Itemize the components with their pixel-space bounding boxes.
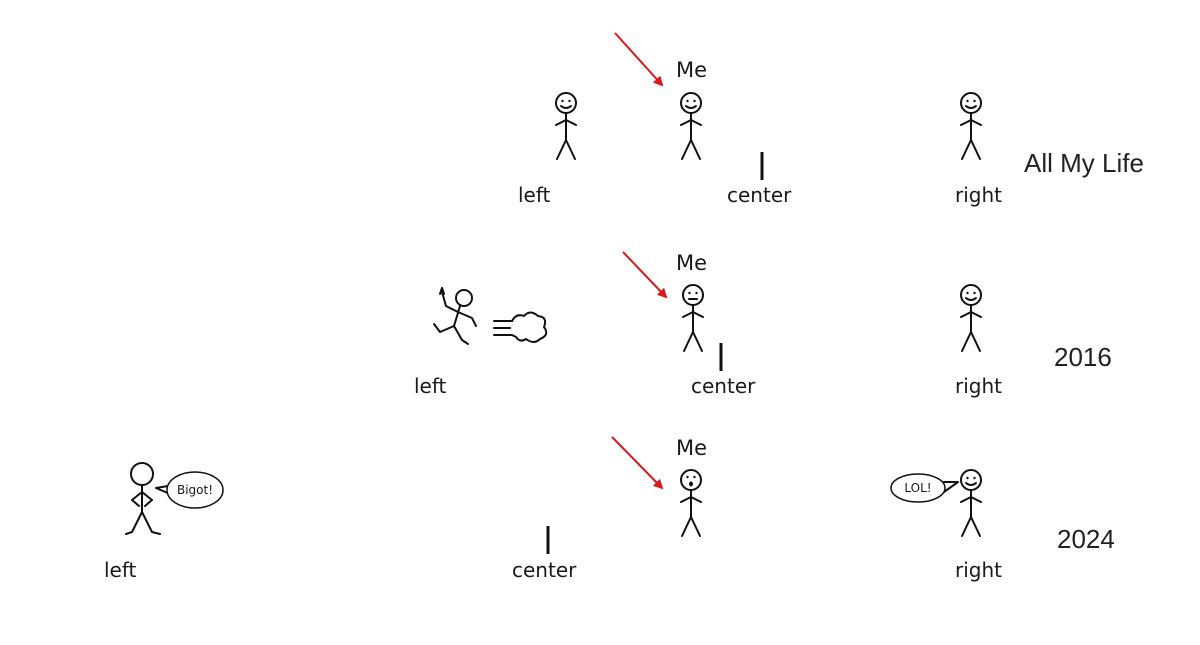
row-2024: left center right 2024 Bigot!	[104, 436, 1115, 582]
running-figure	[433, 287, 477, 345]
center-label: center	[512, 558, 577, 582]
speech-bubble-right: LOL!	[890, 473, 959, 503]
me-label: Me	[676, 436, 707, 460]
stick-figure-right	[960, 469, 982, 537]
period-label: 2024	[1057, 524, 1115, 554]
left-label: left	[104, 558, 137, 582]
me-label: Me	[676, 251, 707, 275]
row-2016: left center right 2016 Me	[414, 251, 1112, 398]
center-label: center	[727, 183, 792, 207]
right-label: right	[955, 374, 1002, 398]
speech-bubble-left: Bigot!	[155, 471, 224, 509]
right-label: right	[955, 558, 1002, 582]
stick-figure-accuser	[125, 462, 161, 535]
dust-cloud-icon	[493, 311, 548, 343]
left-label: left	[518, 183, 551, 207]
period-label: 2016	[1054, 342, 1112, 372]
speech-text-lol: LOL!	[904, 481, 931, 495]
left-label: left	[414, 374, 447, 398]
speech-text-bigot: Bigot!	[177, 483, 213, 497]
stick-figure-me	[680, 469, 702, 537]
me-label: Me	[676, 58, 707, 82]
right-label: right	[955, 183, 1002, 207]
red-arrow	[611, 436, 664, 490]
stick-figure-me	[680, 92, 702, 160]
period-label: All My Life	[1024, 148, 1144, 178]
stick-figure-right	[960, 92, 982, 160]
row-all-my-life: left center right All My Life Me	[518, 32, 1144, 207]
center-label: center	[691, 374, 756, 398]
stick-figure-left	[555, 92, 577, 160]
stick-figure-me	[682, 284, 704, 352]
stick-figure-right	[960, 284, 982, 352]
red-arrow	[614, 32, 664, 87]
red-arrow	[622, 251, 668, 299]
